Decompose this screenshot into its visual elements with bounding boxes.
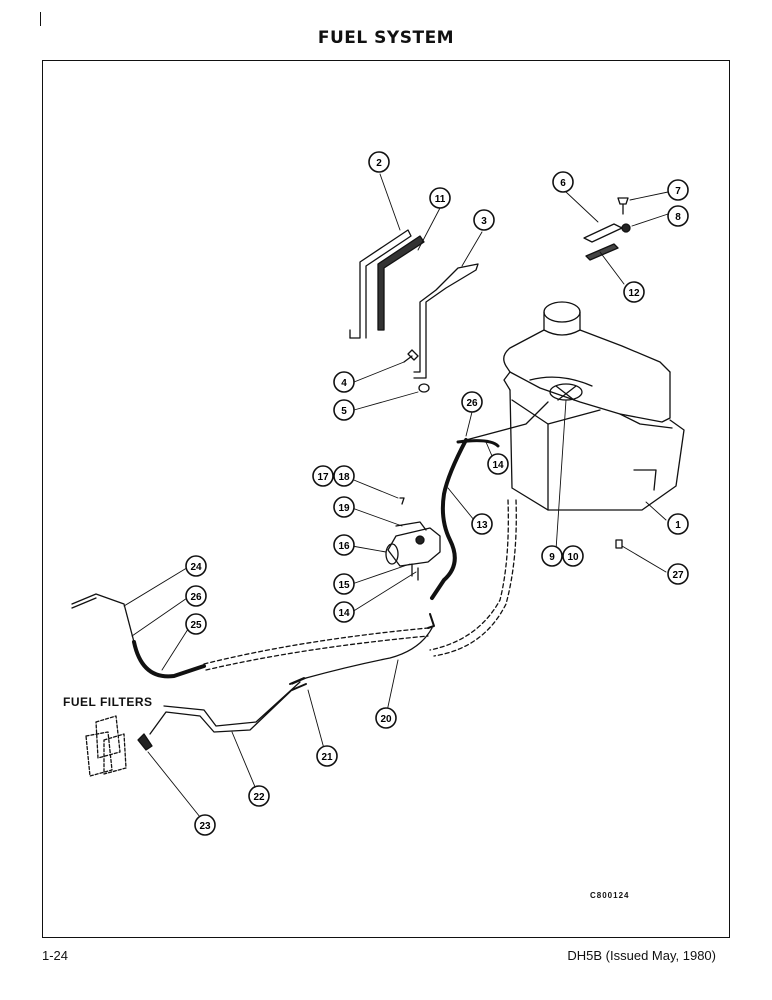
document-reference: DH5B (Issued May, 1980)	[567, 948, 716, 963]
callout-c12: 12	[623, 281, 645, 303]
page-title: FUEL SYSTEM	[317, 28, 455, 48]
svg-text:9: 9	[549, 552, 555, 563]
fuel-line-22	[149, 681, 301, 735]
callout-c10: 10	[562, 545, 584, 567]
svg-text:13: 13	[476, 520, 488, 531]
callout-c26a: 26	[461, 391, 483, 413]
svg-text:20: 20	[380, 714, 392, 725]
page-number: 1-24	[42, 948, 69, 963]
fuel-line-24	[71, 593, 135, 643]
bolt-7	[617, 197, 629, 215]
callout-c9: 9	[541, 545, 563, 567]
callout-c26b: 26	[185, 585, 207, 607]
svg-text:14: 14	[492, 460, 504, 471]
svg-text:11: 11	[435, 194, 446, 205]
margin-tick	[40, 12, 41, 26]
drawing-code: C800124	[590, 891, 630, 900]
callout-c19: 19	[333, 496, 355, 518]
callout-c14a: 14	[487, 453, 509, 475]
fuel-line-13	[430, 438, 468, 600]
svg-text:10: 10	[567, 552, 579, 563]
callout-c4: 4	[333, 371, 355, 393]
callout-c18: 18	[333, 465, 355, 487]
bolt-4	[403, 349, 419, 363]
diagram-frame	[42, 60, 730, 938]
clamp-6	[583, 223, 623, 243]
fitting-21	[289, 677, 307, 691]
callout-c5: 5	[333, 399, 355, 421]
callout-c17: 17	[312, 465, 334, 487]
drain-plug-27	[615, 539, 623, 549]
svg-text:7: 7	[675, 186, 681, 197]
callout-c15: 15	[333, 573, 355, 595]
svg-text:19: 19	[338, 503, 350, 514]
callout-c22: 22	[248, 785, 270, 807]
svg-text:25: 25	[190, 620, 202, 631]
svg-text:27: 27	[672, 570, 684, 581]
fuel-tank-1	[503, 301, 685, 511]
callout-c25: 25	[185, 613, 207, 635]
svg-text:12: 12	[628, 288, 640, 299]
svg-text:26: 26	[190, 592, 202, 603]
fuel-line-14-upper	[456, 439, 500, 448]
svg-text:23: 23	[199, 821, 211, 832]
svg-text:14: 14	[338, 608, 350, 619]
svg-text:22: 22	[253, 792, 265, 803]
callout-c2: 2	[368, 151, 390, 173]
callout-c16: 16	[333, 534, 355, 556]
svg-text:15: 15	[338, 580, 350, 591]
callout-c20: 20	[375, 707, 397, 729]
fuel-line-20	[305, 627, 433, 679]
callout-c14b: 14	[333, 601, 355, 623]
strap-pad-11	[377, 235, 425, 331]
fuel-return-line	[429, 499, 509, 651]
svg-text:24: 24	[190, 562, 202, 573]
elbow-23	[137, 733, 153, 751]
callout-c23: 23	[194, 814, 216, 836]
callout-c24: 24	[185, 555, 207, 577]
svg-text:6: 6	[560, 178, 566, 189]
svg-text:2: 2	[376, 158, 382, 169]
fuel-dashed-line	[203, 627, 429, 671]
svg-text:3: 3	[481, 216, 487, 227]
nut-5	[418, 383, 430, 393]
callout-c13: 13	[471, 513, 493, 535]
svg-text:17: 17	[317, 472, 329, 483]
callout-c11: 11	[429, 187, 451, 209]
callout-c6: 6	[552, 171, 574, 193]
nut-8	[621, 223, 631, 233]
svg-text:5: 5	[341, 406, 347, 417]
svg-text:4: 4	[341, 378, 347, 389]
fuel-pump-16	[385, 497, 441, 581]
svg-text:26: 26	[466, 398, 478, 409]
tank-strap-3	[413, 263, 479, 379]
callout-c3: 3	[473, 209, 495, 231]
svg-text:1: 1	[675, 520, 681, 531]
clamp-12	[585, 243, 619, 261]
callout-c1: 1	[667, 513, 689, 535]
fuel-filters-label: FUEL FILTERS	[63, 695, 153, 709]
svg-text:21: 21	[321, 752, 333, 763]
fuel-line-25	[132, 640, 206, 679]
callout-c27: 27	[667, 563, 689, 585]
svg-text:16: 16	[338, 541, 350, 552]
callout-c7: 7	[667, 179, 689, 201]
svg-text:18: 18	[338, 472, 350, 483]
callout-c21: 21	[316, 745, 338, 767]
fitting	[427, 613, 435, 629]
svg-text:8: 8	[675, 212, 681, 223]
tank-strap-2	[349, 229, 412, 339]
callout-c8: 8	[667, 205, 689, 227]
tank-connection	[465, 401, 549, 441]
fuel-filters	[85, 715, 127, 777]
